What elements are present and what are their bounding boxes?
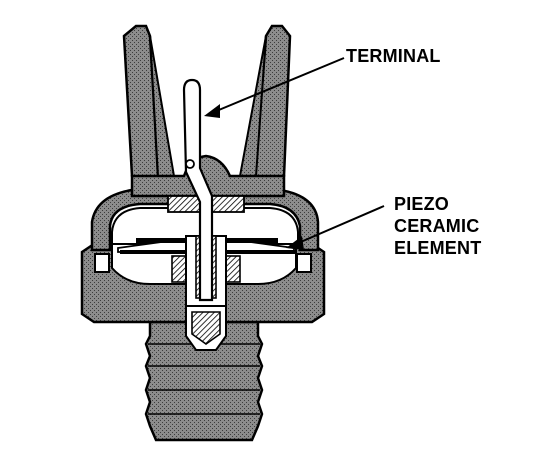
piezo-leader-line [286, 205, 385, 250]
piezo-label-line1: PIEZO [394, 194, 449, 214]
connector-housing [122, 24, 292, 198]
threaded-stem [144, 320, 264, 442]
piezo-label-line2: CERAMIC [394, 216, 479, 236]
piezo-label-line3: ELEMENT [394, 238, 481, 258]
terminal-label: TERMINAL [346, 46, 441, 66]
terminal-leader-line [204, 57, 345, 118]
terminal-pin [182, 78, 214, 302]
